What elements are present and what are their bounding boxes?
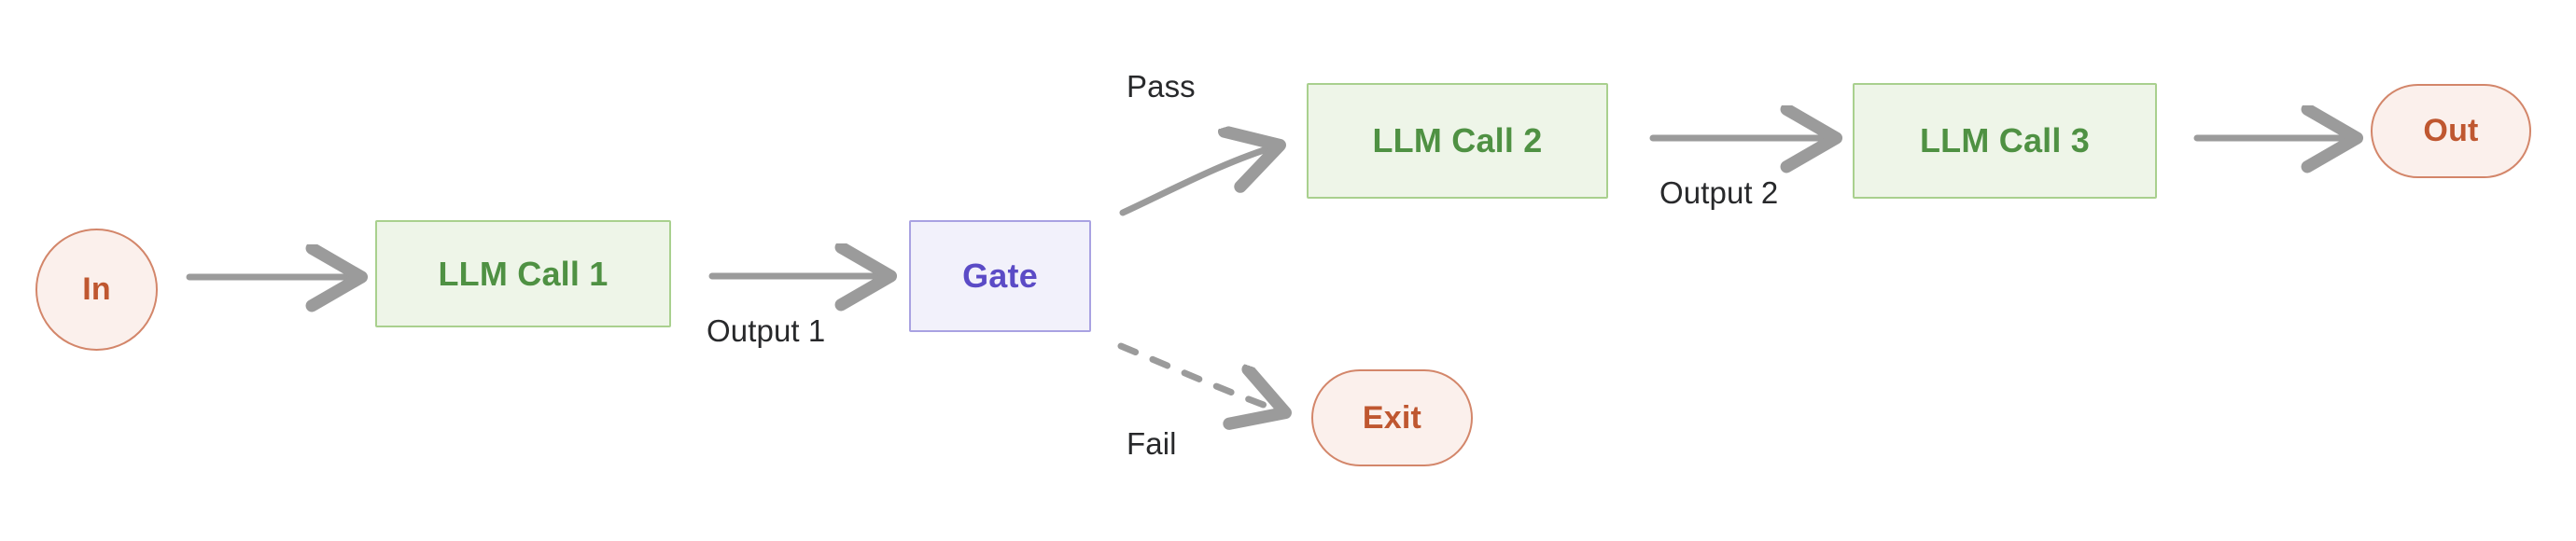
edge-label-pass: Pass <box>1127 69 1196 104</box>
node-llm-call-1-label: LLM Call 1 <box>438 254 609 293</box>
edge-label-fail: Fail <box>1127 426 1177 461</box>
edge-label-output-2: Output 2 <box>1659 175 1779 210</box>
node-exit[interactable]: Exit <box>1311 369 1473 466</box>
edge-label-output-1: Output 1 <box>707 313 826 348</box>
node-llm-call-2[interactable]: LLM Call 2 <box>1307 83 1608 199</box>
node-gate[interactable]: Gate <box>909 220 1091 332</box>
node-llm-call-2-label: LLM Call 2 <box>1372 121 1543 160</box>
node-llm-call-3[interactable]: LLM Call 3 <box>1853 83 2157 199</box>
node-exit-label: Exit <box>1362 399 1422 436</box>
node-llm-call-3-label: LLM Call 3 <box>1919 121 2091 160</box>
node-in-label: In <box>82 271 111 307</box>
edge-gate-to-call2-pass <box>1119 146 1279 216</box>
node-out[interactable]: Out <box>2371 84 2531 178</box>
node-in[interactable]: In <box>35 229 158 351</box>
node-gate-label: Gate <box>962 257 1038 295</box>
node-out-label: Out <box>2423 113 2479 148</box>
node-llm-call-1[interactable]: LLM Call 1 <box>375 220 671 327</box>
edge-gate-to-exit-fail <box>1117 342 1284 412</box>
